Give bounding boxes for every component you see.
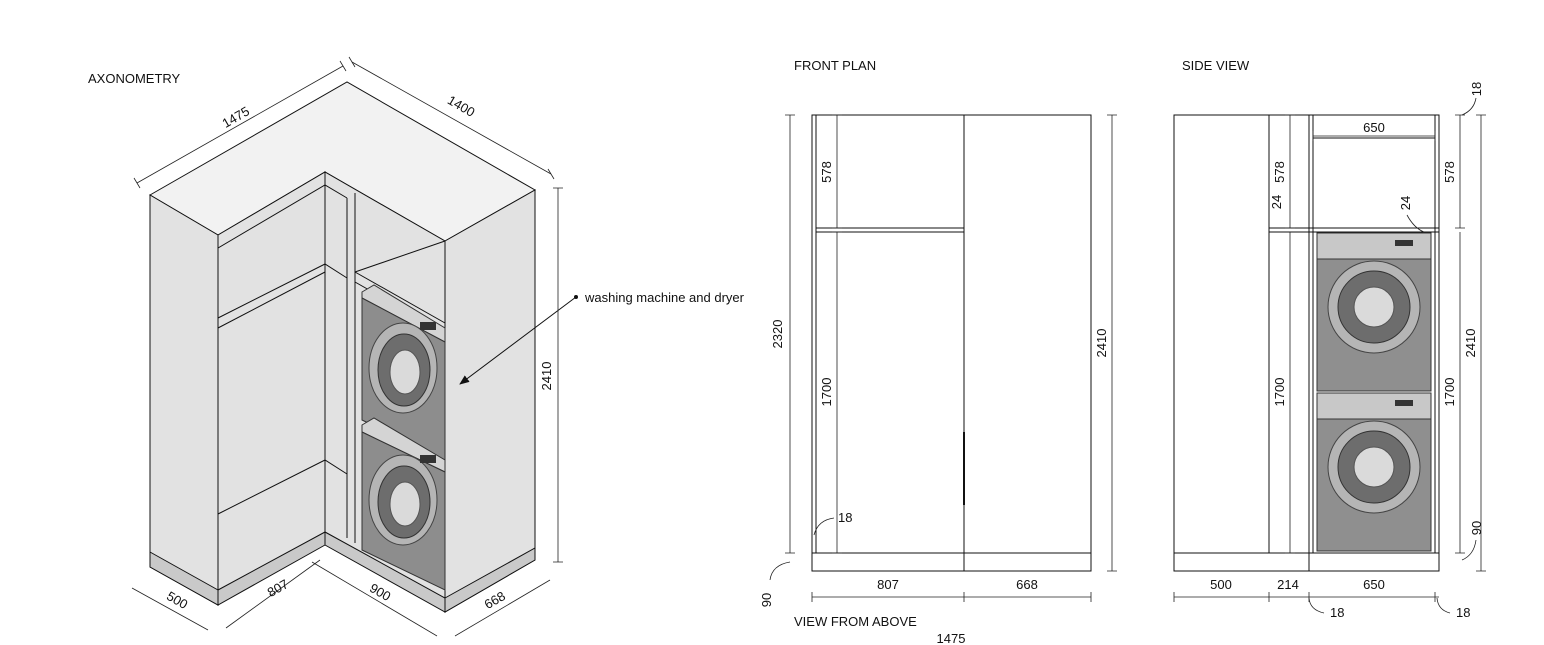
side-washer-lower [1316,392,1432,552]
front-dim-1475: 1475 [937,631,966,645]
dimension-ticks [133,56,1486,602]
side-dim-578-left: 578 [1272,161,1287,183]
shelf-low-left [217,459,348,515]
front-dim-2320: 2320 [770,320,785,349]
shelf-mid-left [217,263,348,319]
front-plan-title: FRONT PLAN [794,58,876,73]
front-dim-2410: 2410 [1094,329,1109,358]
front-dim-668: 668 [1016,577,1038,592]
dim-1400-text: 1400 [445,92,478,119]
side-dim-650-top: 650 [1363,120,1385,135]
side-outline [1173,114,1440,572]
side-washer-upper [1316,232,1432,392]
front-dim-1700: 1700 [819,378,834,407]
side-dim-90: 90 [1469,521,1484,535]
side-dim-2410: 2410 [1463,329,1478,358]
side-dim-24-right: 24 [1398,196,1413,210]
front-outline [811,114,1092,572]
shelf-right [354,271,446,324]
callout-leader [459,295,578,385]
view-from-above-title: VIEW FROM ABOVE [794,614,917,629]
side-dim-650-bottom: 650 [1363,577,1385,592]
side-dim-1700-right: 1700 [1442,378,1457,407]
washer-lower [361,417,446,591]
side-dim-1700-left: 1700 [1272,378,1287,407]
cabinet-left-side [149,194,219,606]
front-plan-view: FRONT PLAN 578 1700 2320 2410 18 90 807 … [759,58,1113,645]
side-dim-18-top: 18 [1469,82,1484,96]
dim-line-1475 [136,65,344,184]
axonometry-title: AXONOMETRY [88,71,181,86]
side-dim-578-right: 578 [1442,161,1457,183]
dim-500-axo-text: 500 [164,588,190,612]
front-dim-18: 18 [838,510,852,525]
side-dim-24-left: 24 [1269,195,1284,209]
dim-668-axo-text: 668 [482,588,508,612]
side-view: SIDE VIEW 650 578 [1173,58,1484,620]
dim-line-807 [225,559,321,629]
shelf-top-left [217,184,348,249]
front-dim-807: 807 [877,577,899,592]
side-dim-500: 500 [1210,577,1232,592]
front-dim-90: 90 [759,593,774,607]
callout-text: washing machine and dryer [584,290,745,305]
side-dim-18-bl: 18 [1330,605,1344,620]
plinth-inner-right [324,531,446,613]
dim-line-668 [454,579,551,637]
dim-line-1400 [351,61,552,175]
cabinet-right-side [444,189,536,613]
front-dim-578: 578 [819,161,834,183]
dim-line-900 [311,561,438,637]
cabinet-back-left [217,171,326,593]
dim-line-500 [131,587,209,631]
axonometry-view: AXONOMETRY [88,61,745,637]
side-dim-18-br: 18 [1456,605,1470,620]
dim-2410-axo-text: 2410 [539,362,554,391]
dim-900-axo-text: 900 [367,580,393,604]
dim-807-axo-text: 807 [265,576,291,600]
washer-upper [361,284,446,461]
side-dim-214: 214 [1277,577,1299,592]
side-view-title: SIDE VIEW [1182,58,1250,73]
